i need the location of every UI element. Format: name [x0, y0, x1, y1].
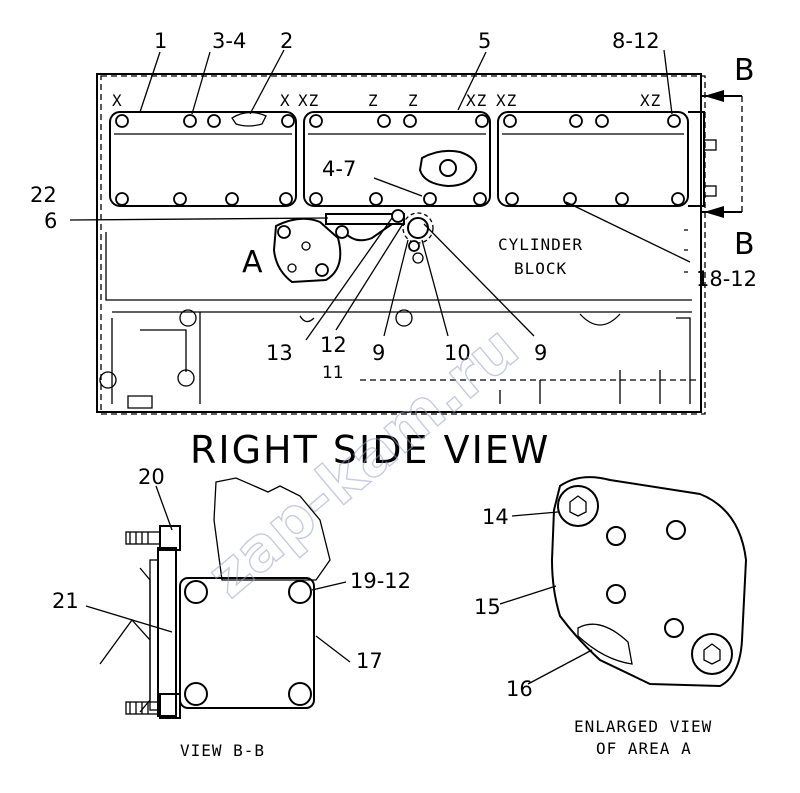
mark-x-1: X — [112, 91, 123, 110]
callout-1: 1 — [154, 29, 167, 53]
mark-z-2: Z — [408, 91, 419, 110]
mark-xz-3: XZ — [496, 91, 517, 110]
callout-22: 22 — [30, 183, 57, 207]
section-bb-marker — [700, 90, 743, 218]
enlarged-view-caption: ENLARGED VIEW — [574, 717, 712, 736]
callout-21: 21 — [52, 589, 79, 613]
view-bb-caption: VIEW B-B — [180, 741, 265, 760]
callout-14: 14 — [482, 505, 509, 529]
cylinder-label: CYLINDER — [498, 235, 583, 254]
main-view-leaders — [69, 49, 691, 341]
area-a-enlarged-drawing — [550, 476, 748, 688]
callout-5: 5 — [478, 29, 491, 53]
callout-17: 17 — [356, 649, 383, 673]
oil-line-assembly — [325, 209, 434, 264]
top-bolt-row — [115, 114, 681, 128]
callout-12: 12 — [320, 333, 347, 357]
mark-x-2: X — [280, 91, 291, 110]
bottom-bolt-row — [115, 192, 685, 206]
mark-xz-2: XZ — [466, 91, 487, 110]
main-view-callouts: 1 3-4 2 5 8-12 22 6 4-7 13 12 11 9 10 9 … — [30, 29, 757, 383]
right-side-view-title: RIGHT SIDE VIEW — [190, 428, 550, 472]
view-bb-callouts: 20 21 19-12 17 VIEW B-B — [52, 465, 411, 760]
area-a-leaders — [499, 511, 593, 685]
area-a-callouts: 14 15 16 ENLARGED VIEW OF AREA A — [474, 505, 712, 758]
callout-3-4: 3-4 — [212, 29, 246, 53]
callout-8-12: 8-12 — [612, 29, 660, 53]
area-a-marker: A — [242, 245, 263, 280]
callout-15: 15 — [474, 595, 501, 619]
block-label: BLOCK — [514, 259, 567, 278]
cylinder-block-drawing — [96, 73, 743, 415]
mark-xz-1: XZ — [298, 91, 319, 110]
breather-fitting — [418, 149, 478, 188]
callout-13: 13 — [266, 341, 293, 365]
view-bb-leaders — [85, 485, 351, 663]
section-b-bottom: B — [734, 227, 755, 262]
area-a-caption: OF AREA A — [596, 739, 692, 758]
callout-11: 11 — [322, 363, 344, 383]
callout-19-12: 19-12 — [350, 569, 411, 593]
callout-18-12: 18-12 — [696, 267, 757, 291]
section-b-top: B — [734, 53, 755, 88]
callout-4-7: 4-7 — [322, 157, 356, 181]
callout-9b: 9 — [534, 341, 547, 365]
mark-z-1: Z — [368, 91, 379, 110]
view-bb-drawing — [99, 477, 331, 719]
callout-16: 16 — [506, 677, 533, 701]
area-a-plate — [272, 217, 342, 284]
callout-2: 2 — [280, 29, 293, 53]
callout-10: 10 — [444, 341, 471, 365]
mark-xz-4: XZ — [640, 91, 661, 110]
callout-20: 20 — [138, 465, 165, 489]
callout-9a: 9 — [372, 341, 385, 365]
callout-6: 6 — [44, 209, 57, 233]
